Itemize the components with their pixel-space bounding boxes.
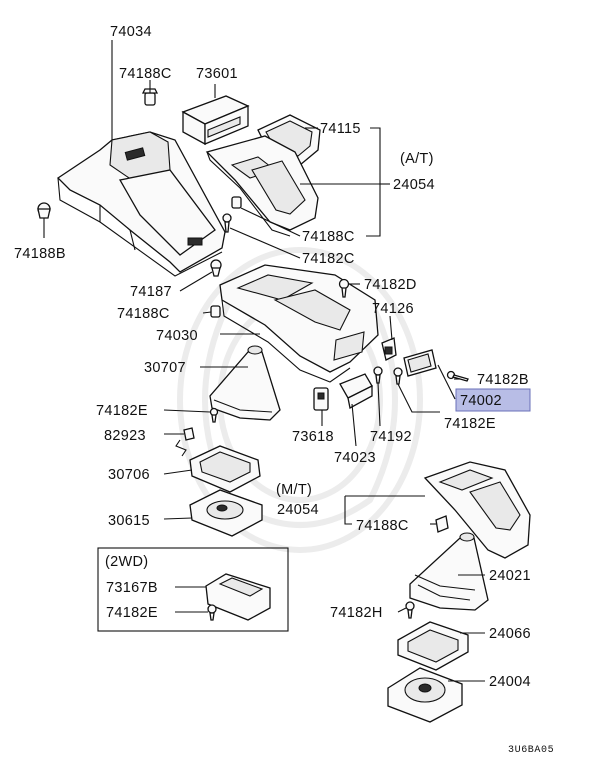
label-74182c: 74182C <box>302 251 355 267</box>
label-30707: 30707 <box>144 360 186 376</box>
label-mt-note: (M/T) <box>276 482 312 498</box>
label-74115: 74115 <box>320 121 361 137</box>
label-74182e-b: 74182E <box>444 416 496 432</box>
switch-74002 <box>403 349 437 377</box>
label-74187: 74187 <box>130 284 172 300</box>
label-74188c-b: 74188C <box>302 229 355 245</box>
label-24004: 24004 <box>489 674 531 690</box>
label-74182d: 74182D <box>364 277 417 293</box>
part-74187 <box>210 259 222 277</box>
plate-30706 <box>189 445 261 493</box>
label-74188c-d: 74188C <box>356 518 409 534</box>
boot-24021 <box>409 532 489 611</box>
clip-74188b <box>37 202 51 219</box>
highlight-74002 <box>455 388 531 412</box>
label-74188c-c: 74188C <box>117 306 170 322</box>
label-74023: 74023 <box>334 450 376 466</box>
boot-30707 <box>209 345 281 421</box>
screw-74182e-a <box>209 407 219 423</box>
screw-74182d <box>338 278 350 298</box>
label-30706: 30706 <box>108 467 150 483</box>
label-74188b: 74188B <box>14 246 66 262</box>
clip-74188c-c <box>210 305 221 318</box>
bracket-74126 <box>381 337 397 361</box>
label-2wd-note: (2WD) <box>105 554 148 570</box>
panel-24054-mt <box>423 461 531 559</box>
part-82923 <box>183 427 195 441</box>
label-24054-at: 24054 <box>393 177 435 193</box>
cover-73167b <box>205 573 271 621</box>
screw-74182c <box>222 213 232 233</box>
label-24054-mt: 24054 <box>277 502 319 518</box>
diagram-code: 3U6BA05 <box>508 745 554 756</box>
console-74034 <box>56 131 226 277</box>
box-2wd <box>97 547 289 632</box>
tray-73601 <box>181 95 250 146</box>
label-74030: 74030 <box>156 328 198 344</box>
label-73601: 73601 <box>196 66 238 82</box>
panel-24054-at <box>205 135 319 237</box>
boot-base-30615 <box>189 489 263 537</box>
screw-74182b <box>446 370 469 382</box>
label-30615: 30615 <box>108 513 150 529</box>
label-74126: 74126 <box>372 301 414 317</box>
label-74002: 74002 <box>460 393 502 409</box>
clip-74188c-b <box>231 196 242 209</box>
plate-24066 <box>397 621 469 671</box>
label-74182b: 74182B <box>477 372 529 388</box>
label-74182e-c: 74182E <box>106 605 158 621</box>
bracket-74023 <box>339 373 373 409</box>
leader-lines <box>43 40 485 682</box>
console-74030 <box>219 264 379 383</box>
label-74182h: 74182H <box>330 605 383 621</box>
label-74192: 74192 <box>370 429 412 445</box>
label-74182e-a: 74182E <box>96 403 148 419</box>
part-labels: 74034 74188C 73601 74115 (A/T) 24054 741… <box>14 24 554 756</box>
label-24066: 24066 <box>489 626 531 642</box>
label-82923: 82923 <box>104 428 146 444</box>
screw-74182h <box>405 601 415 619</box>
label-73618: 73618 <box>292 429 334 445</box>
clip-74188c-d <box>435 515 449 533</box>
label-at-note: (A/T) <box>400 151 434 167</box>
switch-73618 <box>313 387 329 411</box>
screw-74182e-b <box>393 367 403 385</box>
boot-24004 <box>387 667 463 723</box>
label-74188c-a: 74188C <box>119 66 172 82</box>
label-24021: 24021 <box>489 568 531 584</box>
screw-74182e-c <box>207 604 217 621</box>
part-74192 <box>373 366 383 384</box>
label-73167b: 73167B <box>106 580 158 596</box>
label-74034: 74034 <box>110 24 152 40</box>
